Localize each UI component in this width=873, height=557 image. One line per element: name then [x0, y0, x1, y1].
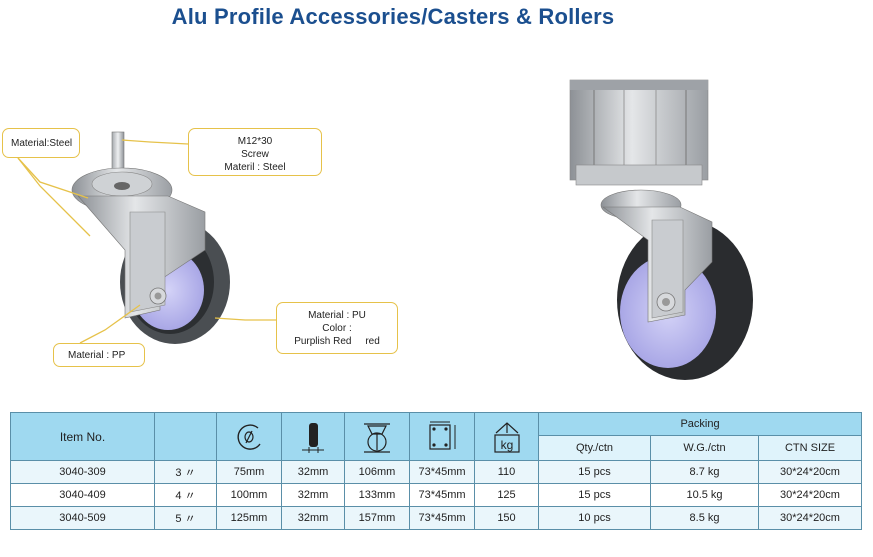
callout-line: Color : — [322, 323, 352, 334]
size-header — [154, 411, 217, 462]
callout-line: Materil : Steel — [224, 162, 286, 173]
item-cell: 3040-409 — [10, 483, 155, 507]
qty-cell: 15 pcs — [538, 483, 651, 507]
callout-line: Material : PU — [308, 310, 366, 321]
load-cell: 150 — [474, 505, 539, 531]
qty-header: Qty./ctn — [538, 434, 651, 462]
width-header — [281, 411, 345, 462]
width-cell: 32mm — [281, 505, 345, 531]
callout-line: Screw — [241, 149, 269, 160]
qty-cell: 15 pcs — [538, 460, 651, 484]
callout-line: Material : PP — [68, 350, 126, 361]
callout-line: M12*30 — [237, 136, 273, 147]
callout-stem-material: Material:Steel — [2, 128, 80, 158]
item-no-header: Item No. — [10, 411, 155, 462]
qty-cell: 10 pcs — [538, 505, 651, 531]
weight-header: W.G./ctn — [650, 434, 759, 462]
callout-wheel-material: Material : PU Color : Purplish Red red — [276, 302, 398, 354]
load-cell: 110 — [474, 460, 539, 484]
ctn-cell: 30*24*20cm — [757, 460, 863, 484]
weight-cell: 8.5 kg — [650, 505, 759, 531]
height-header — [344, 411, 410, 462]
size-cell: 4 〃 — [154, 483, 217, 507]
item-cell: 3040-309 — [10, 460, 155, 484]
callout-screw: M12*30 Screw Materil : Steel — [188, 128, 322, 176]
packing-header: Packing — [537, 412, 863, 436]
wheel-diameter-icon — [237, 423, 261, 450]
height-cell: 133mm — [344, 483, 410, 507]
kg-label: kg — [500, 438, 513, 452]
aluminum-profile — [569, 79, 709, 181]
total-height-icon — [364, 422, 390, 453]
plate-cell: 73*45mm — [409, 460, 475, 484]
plate-cell: 73*45mm — [409, 505, 475, 531]
diameter-cell: 100mm — [216, 483, 282, 507]
callout-line: Material:Steel — [11, 138, 73, 149]
weight-cell: 10.5 kg — [650, 483, 759, 507]
mounting-plate-icon — [429, 421, 456, 450]
wheel-width-icon — [302, 422, 324, 453]
page-title: Alu Profile Accessories/Casters & Roller… — [171, 4, 615, 29]
table-row: 3040-409 4 〃 100mm 32mm 133mm 73*45mm 12… — [10, 483, 863, 507]
width-cell: 32mm — [281, 483, 345, 507]
height-cell: 106mm — [344, 460, 410, 484]
table-row: 3040-309 3 〃 75mm 32mm 106mm 73*45mm 110… — [10, 460, 863, 484]
size-cell: 3 〃 — [154, 460, 217, 484]
callout-line: Purplish Red red — [294, 336, 380, 347]
diameter-header — [216, 411, 282, 462]
diameter-cell: 125mm — [216, 505, 282, 531]
diameter-cell: 75mm — [216, 460, 282, 484]
item-cell: 3040-509 — [10, 505, 155, 531]
load-capacity-icon: kg — [493, 421, 520, 453]
specification-table: Item No. — [10, 411, 863, 531]
callout-hub-material: Material : PP — [53, 343, 145, 367]
height-cell: 157mm — [344, 505, 410, 531]
ctn-cell: 30*24*20cm — [757, 483, 863, 507]
size-cell: 5 〃 — [154, 505, 217, 531]
ctn-size-header: CTN SIZE — [757, 434, 863, 462]
plate-header — [409, 411, 475, 462]
load-cell: 125 — [474, 483, 539, 507]
weight-cell: 8.7 kg — [650, 460, 759, 484]
ctn-cell: 30*24*20cm — [757, 505, 863, 531]
table-row: 3040-509 5 〃 125mm 32mm 157mm 73*45mm 15… — [10, 505, 863, 531]
plate-cell: 73*45mm — [409, 483, 475, 507]
load-header: kg — [474, 411, 539, 462]
width-cell: 32mm — [281, 460, 345, 484]
